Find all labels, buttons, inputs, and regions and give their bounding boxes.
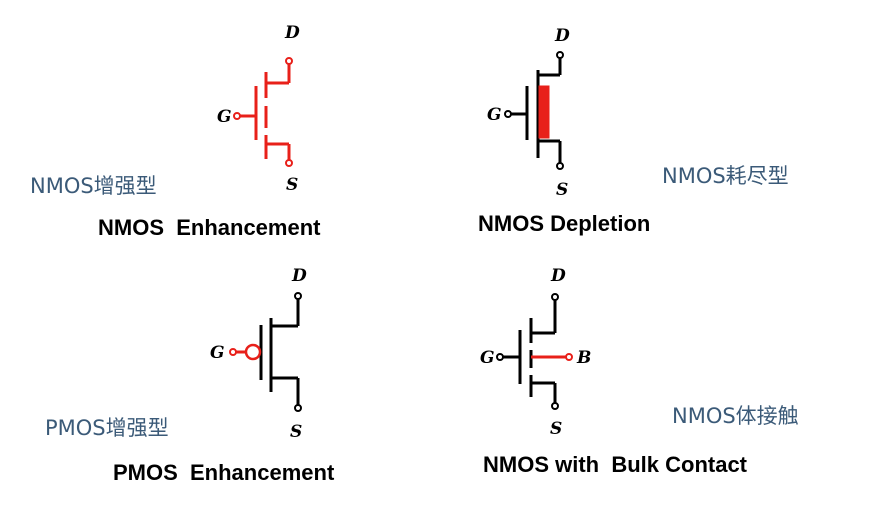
source-pin-label: S bbox=[550, 419, 562, 439]
nmos-enhancement-symbol bbox=[233, 57, 293, 167]
drain-terminal bbox=[285, 57, 293, 65]
nmos-bulk-contact-symbol bbox=[496, 293, 573, 410]
gate-pin-label: G bbox=[210, 343, 225, 363]
gate-pin-label: G bbox=[217, 107, 232, 127]
drain-terminal bbox=[551, 293, 559, 301]
source-pin-label: S bbox=[286, 175, 298, 195]
source-terminal bbox=[285, 159, 293, 167]
source-pin-label: S bbox=[556, 180, 568, 200]
bulk-pin-label: B bbox=[576, 348, 591, 368]
depletion-channel-bar bbox=[538, 85, 550, 139]
nmos-depletion-symbol bbox=[504, 51, 564, 170]
source-pin-label: S bbox=[290, 422, 302, 442]
gate-terminal bbox=[233, 112, 241, 120]
gate-terminal bbox=[504, 110, 512, 118]
drain-pin-label: D bbox=[554, 26, 570, 46]
drain-terminal bbox=[294, 292, 302, 300]
drain-pin-label: D bbox=[550, 266, 566, 286]
source-terminal bbox=[551, 402, 559, 410]
nmos-enhancement-cn-label: NMOS增强型 bbox=[30, 174, 157, 198]
drain-terminal bbox=[556, 51, 564, 59]
nmos-bulk-contact-caption: NMOS with Bulk Contact bbox=[483, 452, 747, 477]
source-terminal bbox=[294, 404, 302, 412]
gate-pin-label: G bbox=[480, 348, 495, 368]
source-terminal bbox=[556, 162, 564, 170]
pmos-enhancement-symbol bbox=[229, 292, 302, 412]
pmos-enhancement-caption: PMOS Enhancement bbox=[113, 460, 335, 485]
bulk-terminal bbox=[565, 353, 573, 361]
inversion-bubble bbox=[244, 343, 262, 361]
nmos-enhancement-caption: NMOS Enhancement bbox=[98, 215, 321, 240]
nmos-depletion-caption: NMOS Depletion bbox=[478, 211, 651, 236]
nmos-depletion-cn-label: NMOS耗尽型 bbox=[662, 164, 789, 188]
gate-pin-label: G bbox=[487, 105, 502, 125]
nmos-bulk-contact-cn-label: NMOS体接触 bbox=[672, 404, 799, 428]
pmos-enhancement-cn-label: PMOS增强型 bbox=[45, 416, 169, 440]
drain-pin-label: D bbox=[284, 23, 300, 43]
drain-pin-label: D bbox=[291, 266, 307, 286]
gate-terminal bbox=[496, 353, 504, 361]
gate-terminal bbox=[229, 348, 237, 356]
